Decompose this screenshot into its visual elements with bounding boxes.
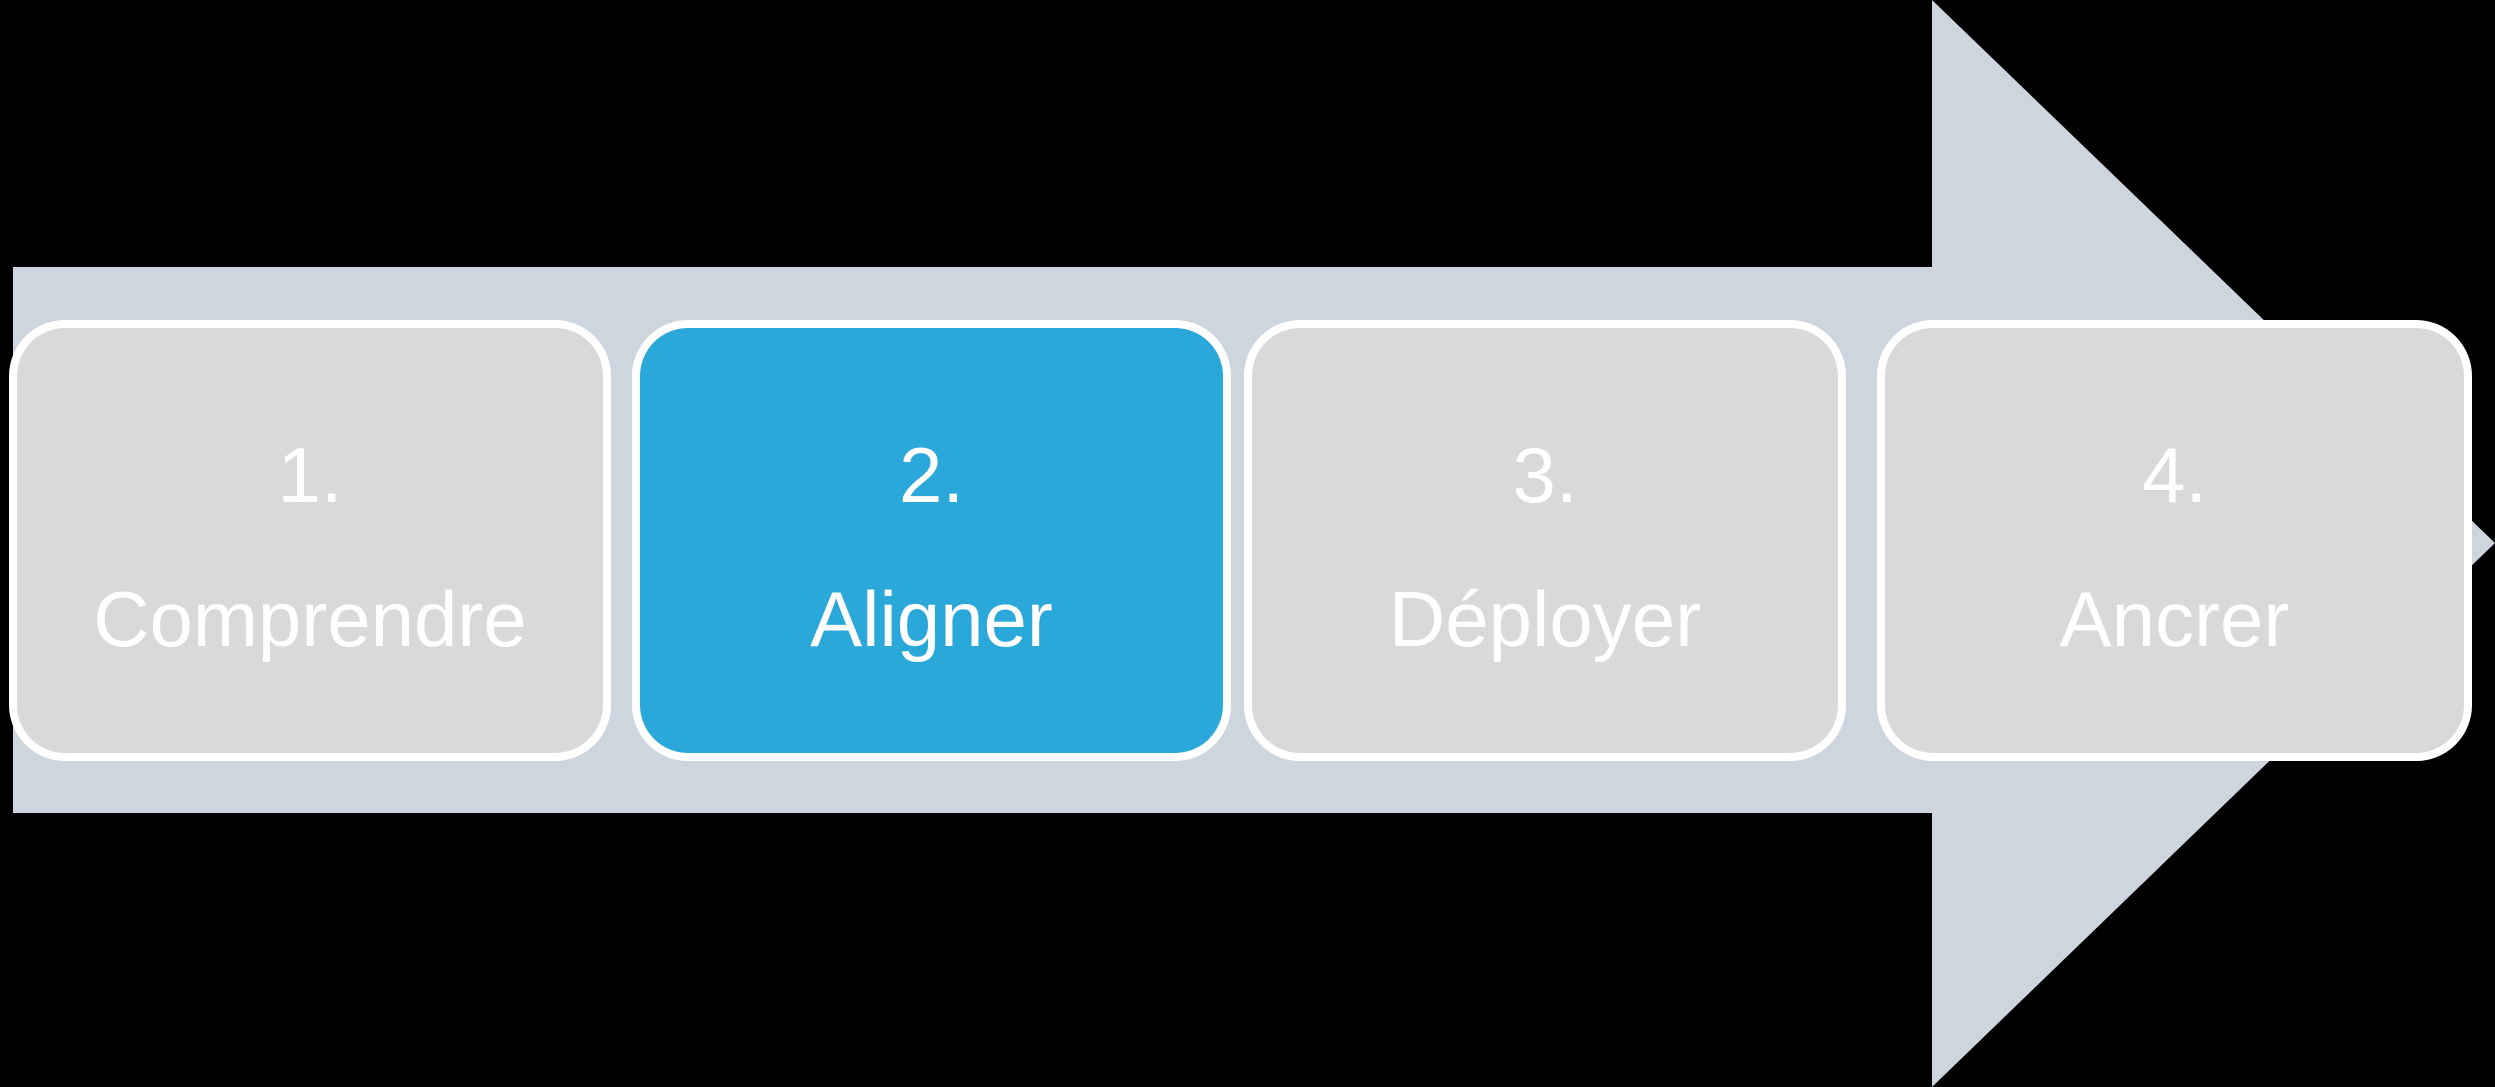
step-number: 3. <box>1512 430 1578 519</box>
step-box-ancrer: 4. Ancrer <box>1877 320 2472 761</box>
step-box-comprendre: 1. Comprendre <box>9 320 611 761</box>
step-label: Aligner <box>810 574 1053 663</box>
step-label: Comprendre <box>93 574 527 663</box>
step-number: 4. <box>2141 430 2208 519</box>
step-label: Ancrer <box>2059 574 2290 663</box>
step-number: 2. <box>898 430 965 519</box>
step-number: 1. <box>277 430 343 519</box>
step-label: Déployer <box>1388 574 1702 663</box>
step-box-aligner: 2. Aligner <box>632 320 1231 761</box>
step-box-deployer: 3. Déployer <box>1244 320 1846 761</box>
